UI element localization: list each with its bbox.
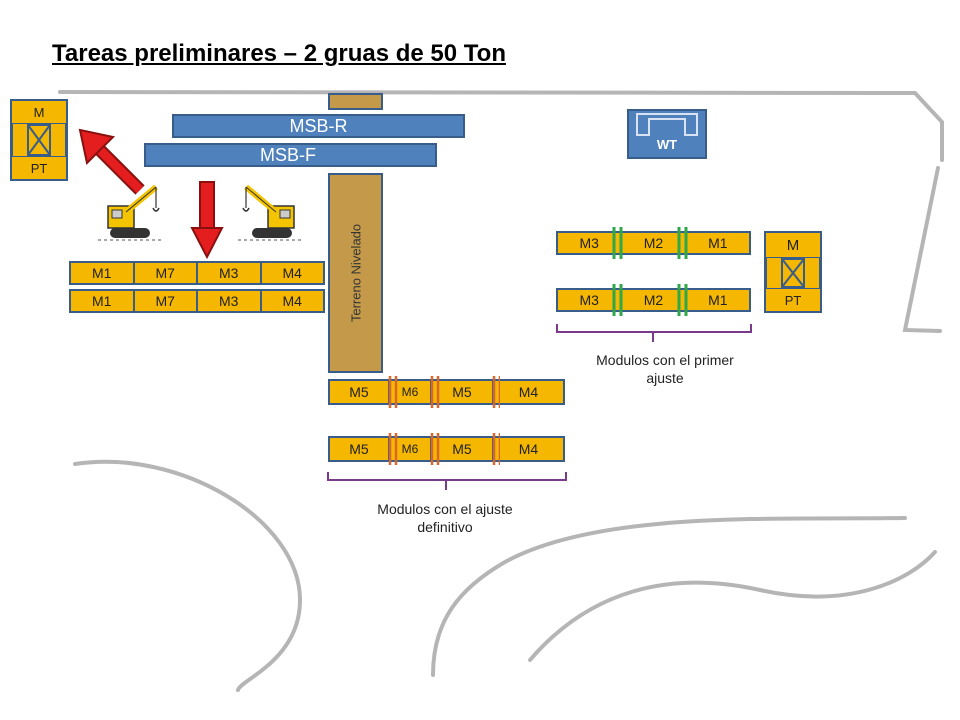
- module-cell: M3: [556, 288, 623, 312]
- module-cell: M5: [328, 379, 390, 405]
- red-arrow-down-icon: [190, 181, 224, 260]
- road-curve-bottom: [431, 516, 907, 677]
- m-pt-box-left: M PT: [10, 99, 68, 181]
- m-pt-left-pt-label: PT: [30, 160, 48, 176]
- module-cell: M5: [432, 436, 494, 462]
- crane-icon: [238, 184, 304, 241]
- caption-ajuste-definitivo: Modulos con el ajuste definitivo: [350, 500, 540, 536]
- wt-building: WT: [627, 109, 707, 159]
- caption-primer-line-1: Modulos con el primer: [596, 352, 734, 368]
- module-cell: M4: [261, 261, 325, 285]
- right-module-row-1: M3 M2 M1: [556, 231, 751, 255]
- module-cell: M1: [69, 289, 135, 313]
- module-cell: M1: [69, 261, 135, 285]
- module-cell: M1: [686, 288, 751, 312]
- module-cell: M7: [134, 289, 198, 313]
- caption-primer-line-2: ajuste: [646, 370, 684, 386]
- m-pt-right-m-label: M: [786, 236, 800, 254]
- module-cell: M7: [134, 261, 198, 285]
- caption-definitivo-line-2: definitivo: [417, 519, 473, 535]
- terreno-nivelado-block: Terreno Nivelado: [328, 173, 383, 373]
- left-module-row-2: M1 M7 M3 M4: [69, 289, 325, 313]
- wt-label: WT: [656, 137, 678, 152]
- terreno-nivelado-label: Terreno Nivelado: [348, 223, 363, 323]
- module-cell: M4: [494, 436, 565, 462]
- m-pt-right-pt-label: PT: [784, 292, 802, 308]
- module-cell: M4: [261, 289, 325, 313]
- site-boundary-right-line: [902, 166, 942, 333]
- road-curve-left: [73, 459, 303, 692]
- page-title: Tareas preliminares – 2 gruas de 50 Ton: [52, 40, 506, 67]
- msb-r-bar: MSB-R: [172, 114, 465, 138]
- center-module-row-2: M5 M6 M5 M4: [328, 436, 565, 462]
- caption-definitivo-line-1: Modulos con el ajuste: [377, 501, 513, 517]
- bracket-primer-ajuste: [556, 324, 752, 342]
- site-boundary-top-line: [58, 90, 944, 162]
- m-pt-box-right: M PT: [764, 231, 822, 313]
- crossed-box-icon: [12, 123, 66, 157]
- left-module-row-1: M1 M7 M3 M4: [69, 261, 325, 285]
- crane-icon: [98, 184, 164, 241]
- bracket-ajuste-definitivo: [327, 472, 567, 490]
- module-cell: M2: [622, 231, 687, 255]
- caption-primer-ajuste: Modulos con el primer ajuste: [570, 351, 760, 387]
- module-cell: M3: [556, 231, 623, 255]
- msb-f-bar: MSB-F: [144, 143, 437, 167]
- module-cell: M1: [686, 231, 751, 255]
- orange-connectors: [388, 376, 500, 465]
- green-connectors: [612, 227, 688, 316]
- module-cell: M3: [198, 261, 262, 285]
- crossed-box-icon: [766, 257, 820, 289]
- top-small-block: [328, 93, 383, 110]
- module-cell: M3: [198, 289, 262, 313]
- m-pt-left-m-label: M: [33, 104, 45, 120]
- module-cell: M4: [494, 379, 565, 405]
- right-module-row-2: M3 M2 M1: [556, 288, 751, 312]
- red-arrow-diagonal-icon: [78, 128, 145, 195]
- wt-building-icon: [627, 109, 707, 159]
- road-curve-lower-right: [528, 550, 937, 662]
